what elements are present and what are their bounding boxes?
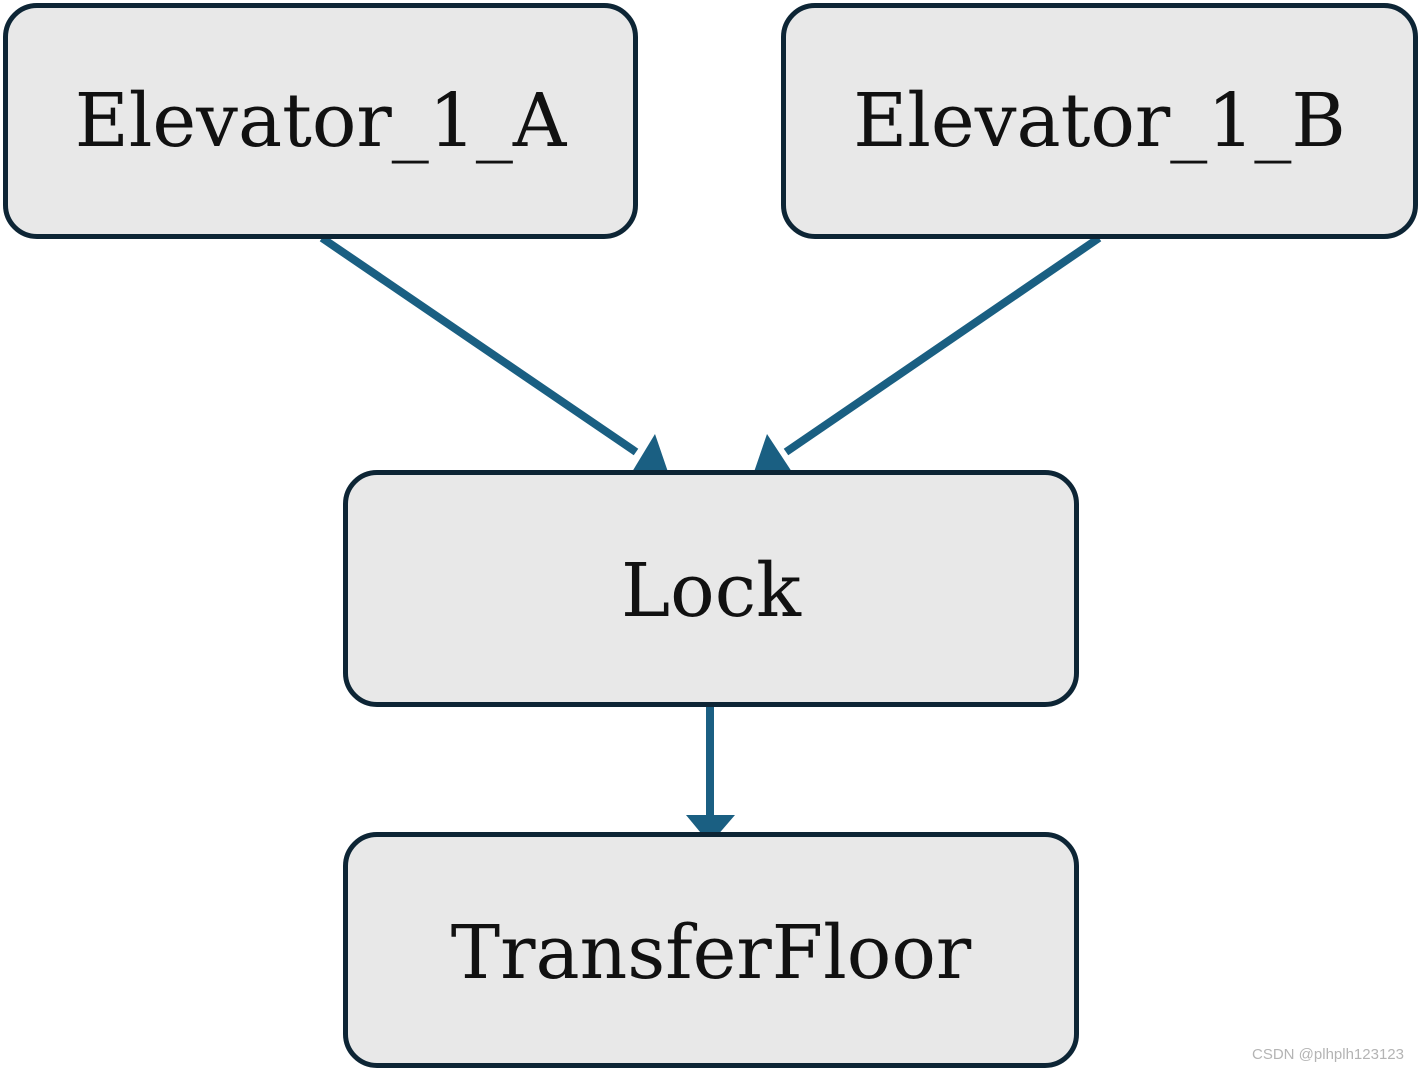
node-transferfloor: TransferFloor: [343, 832, 1079, 1068]
node-elevator-1-a: Elevator_1_A: [3, 3, 638, 239]
watermark: CSDN @plhplh123123: [1252, 1046, 1404, 1063]
node-lock: Lock: [343, 470, 1079, 707]
edge-elevator-a-to-lock: [319, 234, 668, 472]
node-label: TransferFloor: [450, 910, 972, 996]
node-label: Elevator_1_B: [853, 78, 1346, 164]
node-label: Elevator_1_A: [74, 78, 567, 164]
edge-elevator-b-to-lock: [754, 234, 1102, 472]
node-label: Lock: [621, 547, 801, 634]
edge-lock-to-transferfloor: [686, 706, 735, 844]
node-elevator-1-b: Elevator_1_B: [781, 3, 1418, 239]
